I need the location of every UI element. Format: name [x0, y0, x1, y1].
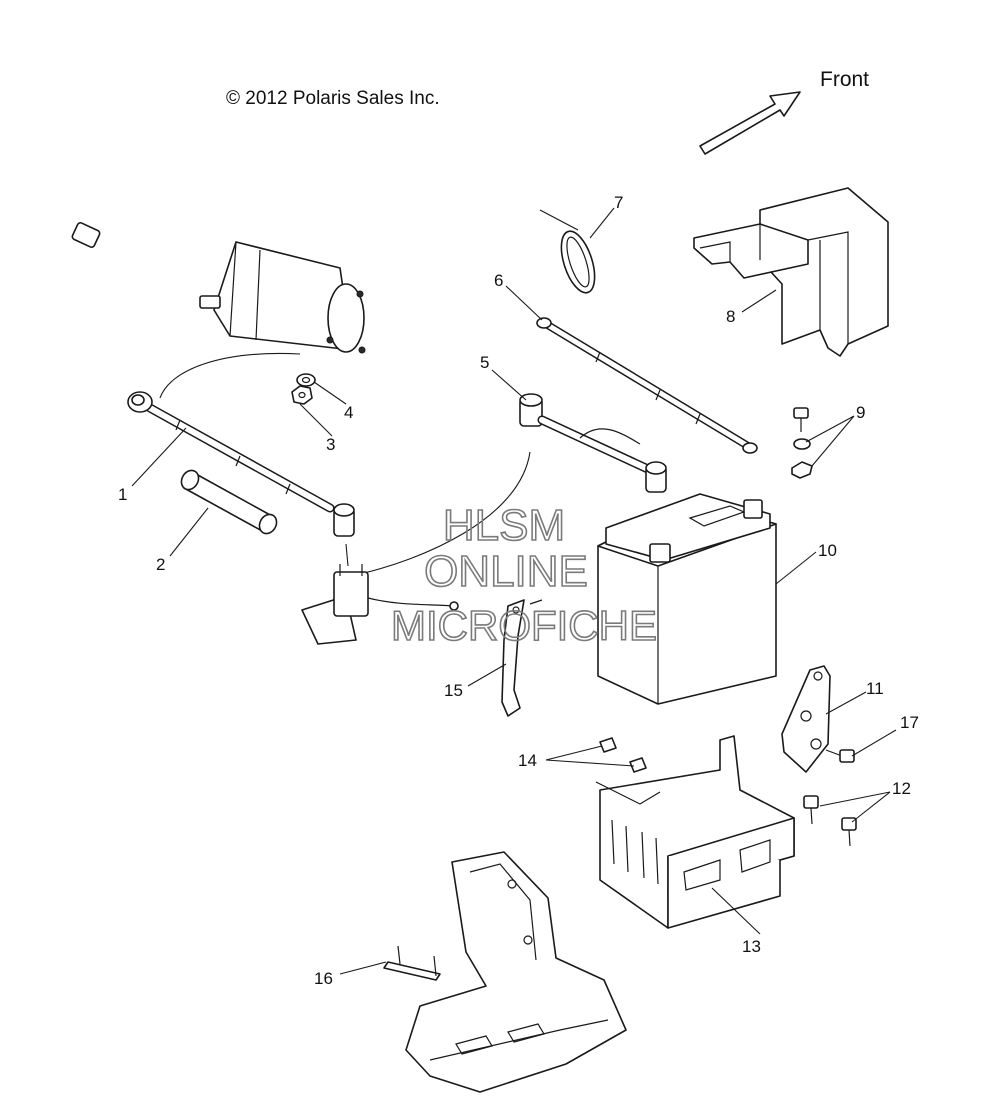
part-13-battery-box [595, 735, 795, 929]
callout-9: 9 [856, 403, 865, 422]
part-14-clips [599, 737, 647, 773]
callout-17: 17 [900, 713, 919, 732]
part-1-cable [127, 352, 355, 567]
callout-5: 5 [480, 353, 489, 372]
callout-10: 10 [818, 541, 837, 560]
callout-13: 13 [742, 937, 761, 956]
part-5-cable [519, 393, 667, 493]
part-16-clip [383, 945, 441, 981]
callout-14: 14 [518, 751, 537, 770]
callout-15: 15 [444, 681, 463, 700]
watermark-line-1: HLSM [443, 501, 565, 550]
callout-2: 2 [156, 555, 165, 574]
callout-1: 1 [118, 485, 127, 504]
callout-3: 3 [326, 435, 335, 454]
front-arrow-icon [699, 91, 801, 155]
part-7-cable-tie [539, 209, 596, 294]
leader-lines [131, 207, 897, 975]
watermark-line-2: ONLINE [424, 547, 588, 596]
part-6-cable [536, 317, 758, 454]
part-3-4-nut-washer [291, 373, 316, 405]
part-8-battery-cover [693, 187, 889, 357]
callout-12: 12 [892, 779, 911, 798]
callout-11: 11 [866, 679, 884, 698]
callout-4: 4 [344, 403, 353, 422]
part-2-boot [180, 469, 278, 535]
part-12-bolts [803, 795, 857, 847]
front-label: Front [820, 68, 869, 91]
callout-7: 7 [614, 193, 623, 212]
skid-plate [405, 851, 627, 1093]
starter-motor [71, 221, 366, 354]
solenoid [301, 451, 531, 645]
watermark-line-3: MICROFICHE [391, 602, 657, 649]
part-15-strap [501, 599, 543, 717]
callout-8: 8 [726, 307, 735, 326]
part-10-battery [597, 493, 777, 705]
part-11-bracket [781, 665, 831, 773]
callout-16: 16 [314, 969, 333, 988]
copyright-text: © 2012 Polaris Sales Inc. [226, 88, 440, 109]
callout-6: 6 [494, 271, 503, 290]
part-17-bolt [825, 749, 855, 763]
part-9-hardware [791, 407, 813, 479]
